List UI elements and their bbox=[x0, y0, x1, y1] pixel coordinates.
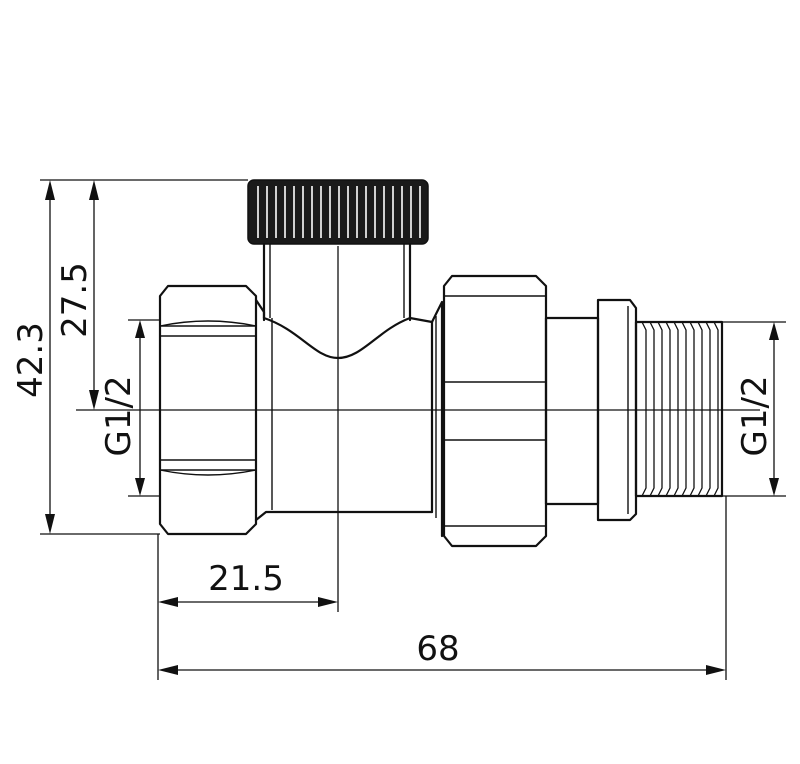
dimension-height-axis: 27.5 bbox=[55, 180, 99, 410]
dimension-label-21-5: 21.5 bbox=[208, 559, 284, 599]
thread-crest bbox=[681, 321, 687, 497]
thread-crest bbox=[673, 321, 679, 497]
dimension-label-68: 68 bbox=[416, 629, 459, 669]
center-lines bbox=[76, 246, 760, 612]
male-thread bbox=[634, 320, 724, 498]
thread-crest bbox=[705, 321, 711, 497]
thread-crest bbox=[665, 321, 671, 497]
dimension-axis-offset: 21.5 bbox=[158, 559, 338, 607]
dimension-length-total: 68 bbox=[158, 629, 726, 675]
dimension-label-g1-2-left: G1/2 bbox=[99, 375, 139, 456]
dimension-label-42-3: 42.3 bbox=[11, 322, 51, 398]
dimension-label-27-5: 27.5 bbox=[55, 262, 95, 338]
extension-lines bbox=[40, 179, 786, 680]
thread-crest bbox=[641, 321, 647, 497]
thread-crest bbox=[649, 321, 655, 497]
thread-crest bbox=[657, 321, 663, 497]
dimension-label-g1-2-right: G1/2 bbox=[735, 375, 775, 456]
dimension-thread-right: G1/2 bbox=[735, 322, 779, 496]
valve-stem bbox=[262, 242, 434, 360]
valve-body bbox=[254, 298, 444, 538]
dimension-height-total: 42.3 bbox=[11, 180, 55, 534]
dimension-thread-left: G1/2 bbox=[99, 320, 145, 496]
left-hex-nut bbox=[158, 284, 258, 536]
thread-crest bbox=[713, 321, 719, 497]
union-hex-nut bbox=[442, 274, 548, 548]
thread-crest bbox=[697, 321, 703, 497]
thread-crest bbox=[689, 321, 695, 497]
knurled-cap bbox=[247, 179, 429, 245]
